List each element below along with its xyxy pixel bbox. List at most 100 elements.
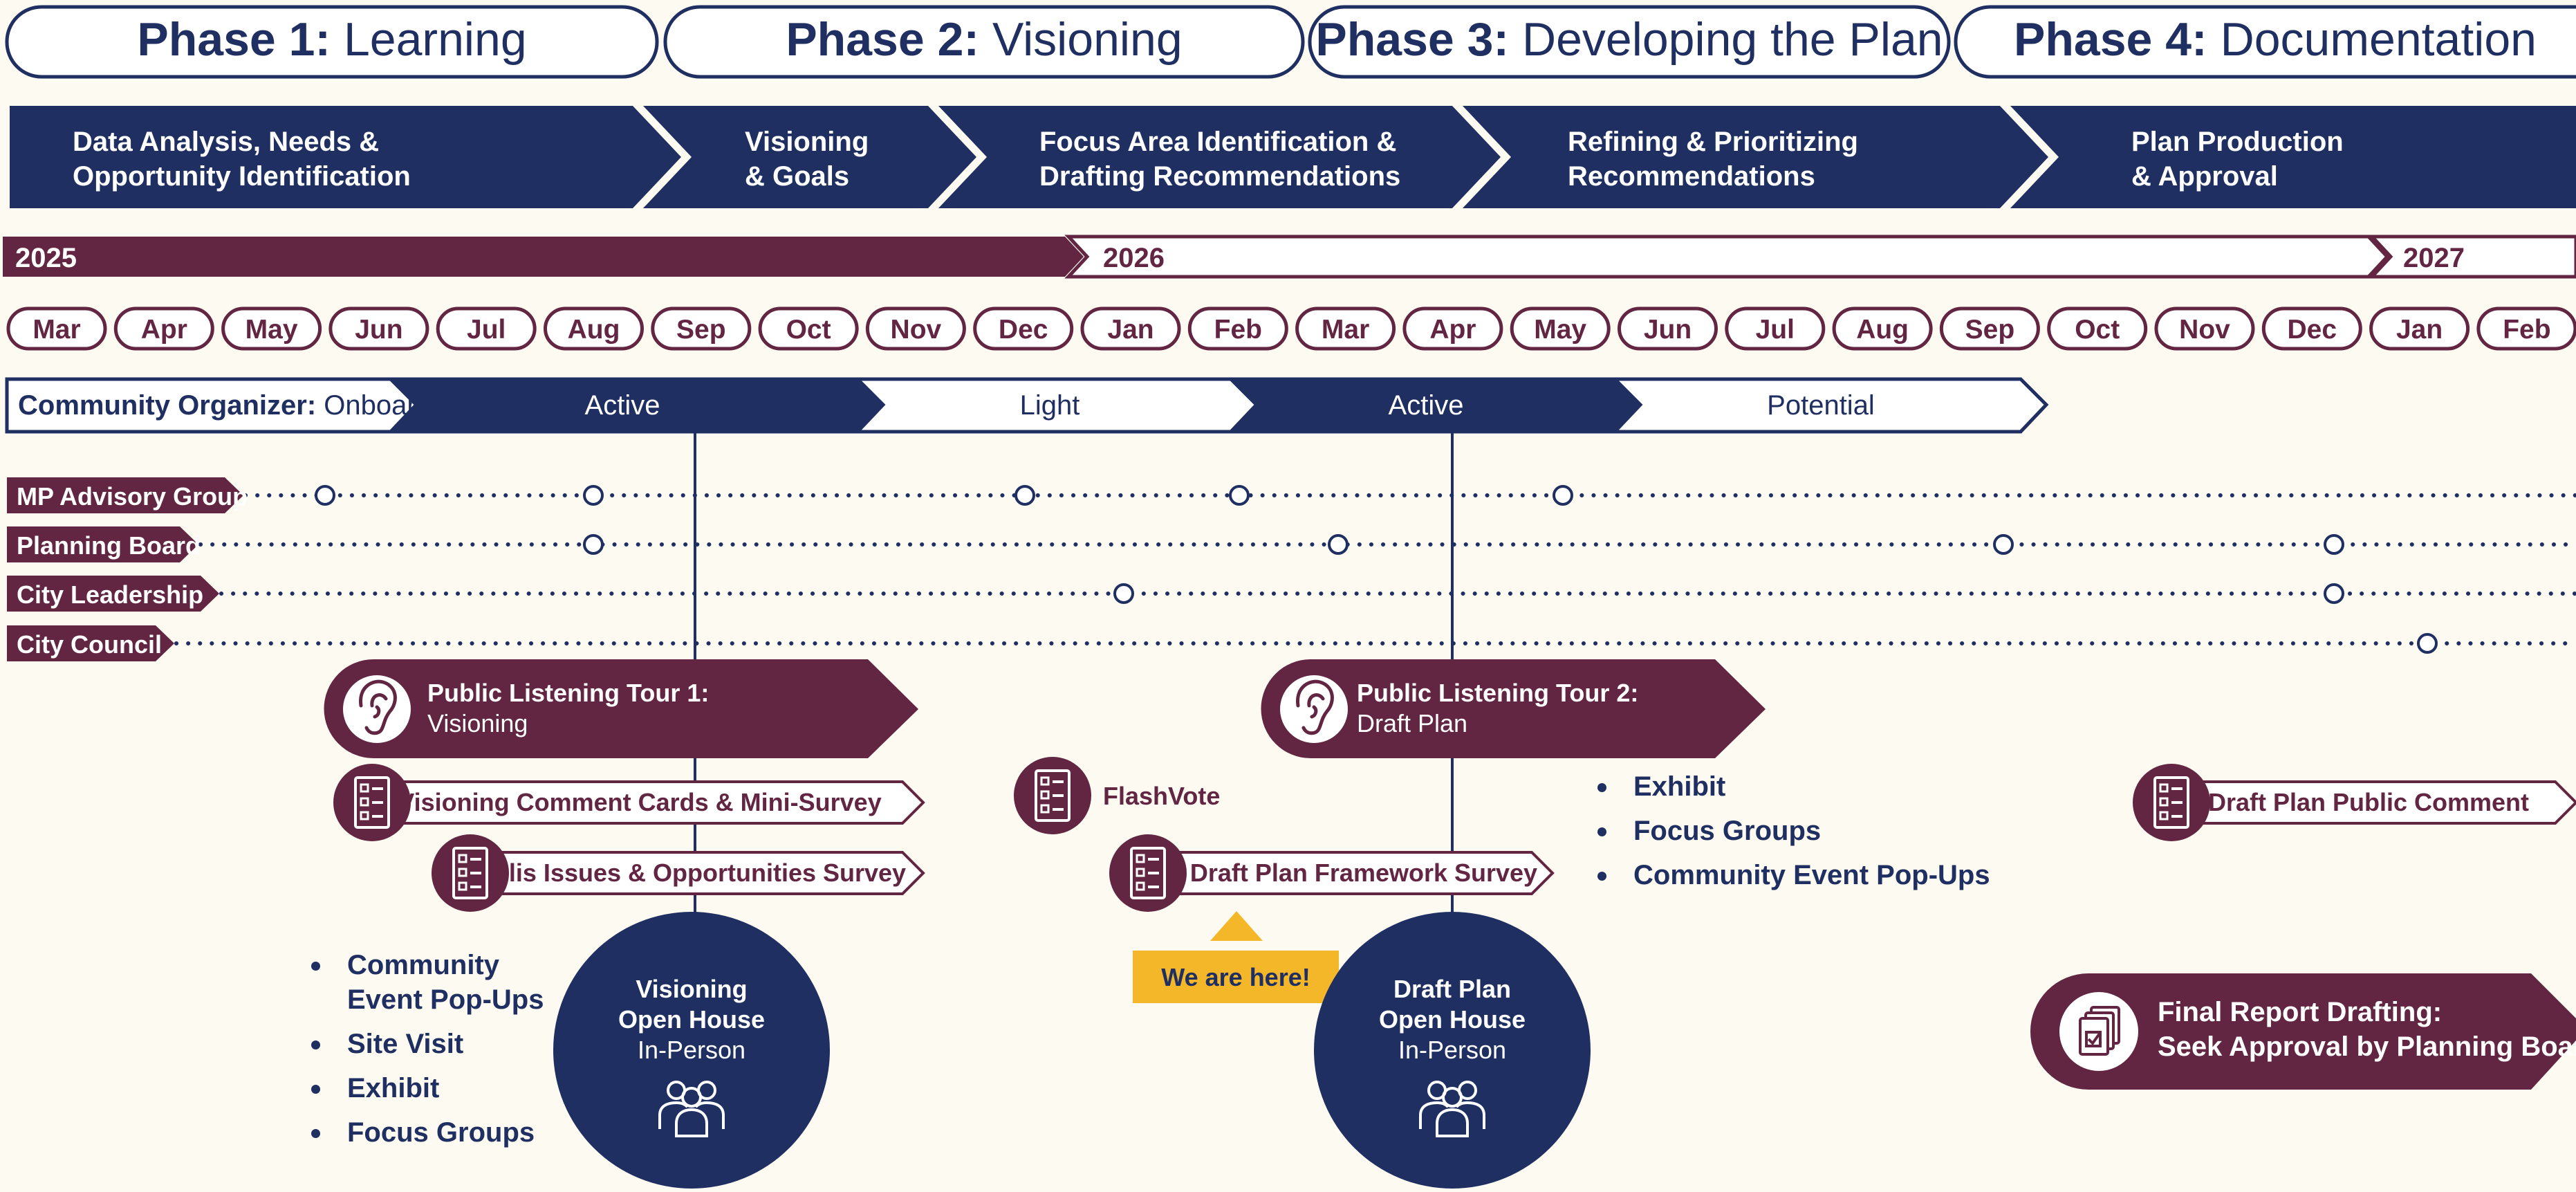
flashvote-label: FlashVote	[1103, 782, 1220, 810]
month-label: Apr	[1429, 315, 1476, 345]
month-pill	[2369, 306, 2470, 351]
survey-label: Draft Plan Public Comment	[2208, 788, 2529, 816]
month-pill	[2261, 306, 2362, 351]
month-label: Dec	[2288, 315, 2337, 345]
survey-form-icon	[1109, 834, 1187, 912]
month-label: Jan	[1107, 315, 1153, 345]
month-label: Mar	[33, 315, 80, 345]
survey-draft-comment: Draft Plan Public Comment	[2160, 780, 2576, 825]
month-label: Oct	[2075, 315, 2120, 345]
meeting-marker	[1993, 534, 2014, 555]
organizer-active-2: Active	[1389, 390, 1464, 421]
month-label: Dec	[999, 315, 1048, 345]
flashvote-icon	[1014, 757, 1091, 834]
we-are-here-marker: We are here!	[1133, 911, 1339, 1003]
meeting-marker	[1328, 534, 1349, 555]
month-pill	[1510, 306, 1611, 351]
month-pill	[544, 306, 644, 351]
bullet-item: Focus Groups	[1584, 814, 2068, 848]
month-pill	[1832, 306, 1933, 351]
meeting-marker	[2324, 583, 2344, 604]
group-label-advisory: MP Advisory Group	[17, 482, 248, 511]
phase-3-pill: Phase 3: Developing the Plan	[1308, 5, 1951, 79]
month-label: Jun	[355, 315, 402, 345]
people-icon	[1419, 1081, 1485, 1137]
stage-band	[10, 106, 2576, 208]
bullets-phase2: Community Event Pop-Ups Site Visit Exhib…	[297, 948, 560, 1159]
meeting-marker	[583, 534, 604, 555]
bullet-item: Site Visit	[297, 1027, 560, 1061]
group-label-planning-board: Planning Board	[17, 531, 201, 560]
organizer-light: Light	[1020, 390, 1080, 421]
month-pill	[436, 306, 537, 351]
month-pill	[1080, 306, 1181, 351]
month-pill	[113, 306, 214, 351]
stakeholder-rows: MP Advisory Group Planning Board City Le…	[7, 477, 2576, 661]
document-check-icon	[2079, 1006, 2120, 1056]
year-2026: 2026	[1103, 243, 1165, 273]
phase-1-pill: Phase 1: Learning	[5, 5, 659, 79]
month-pill	[1725, 306, 1826, 351]
group-label-city-leadership: City Leadership	[17, 580, 203, 609]
month-pill	[6, 306, 107, 351]
survey-draft-framework: Draft Plan Framework Survey	[1147, 851, 1555, 895]
people-icon	[658, 1081, 725, 1137]
month-pill	[1618, 306, 1718, 351]
year-bar: 2025 2026 2027	[3, 235, 2576, 279]
meeting-marker	[1553, 485, 1573, 506]
survey-label: Visioning Comment Cards & Mini-Survey	[398, 788, 881, 816]
month-pill	[221, 306, 322, 351]
final-report: Final Report Drafting:Seek Approval by P…	[2030, 973, 2576, 1090]
month-pill	[865, 306, 966, 351]
month-label: Aug	[568, 315, 620, 345]
we-are-here-label: We are here!	[1161, 963, 1310, 991]
ear-icon	[1296, 679, 1334, 735]
listening-tour-1: Public Listening Tour 1:Visioning	[324, 659, 918, 758]
phase-2-pill: Phase 2: Visioning	[663, 5, 1305, 79]
final-report-text: Final Report Drafting:Seek Approval by P…	[2158, 997, 2576, 1062]
survey-label: Polis Issues & Opportunities Survey	[477, 859, 906, 887]
month-pill	[1295, 306, 1396, 351]
month-label: Jul	[1756, 315, 1795, 345]
month-label: Feb	[2503, 315, 2550, 345]
tour1-text: Public Listening Tour 1:Visioning	[427, 679, 709, 737]
month-label: Jul	[467, 315, 506, 345]
month-label: Sep	[1965, 315, 2015, 345]
meeting-marker	[2324, 534, 2344, 555]
month-label: Jan	[2396, 315, 2443, 345]
organizer-potential: Potential	[1767, 390, 1875, 421]
month-label: Oct	[786, 315, 831, 345]
phase-3-title: Phase 3: Developing the Plan	[1315, 13, 1943, 66]
bullet-item: Community Event Pop-Ups	[1584, 858, 2068, 892]
month-label: Apr	[141, 315, 187, 345]
bullet-item: Exhibit	[297, 1071, 560, 1106]
survey-label: Draft Plan Framework Survey	[1190, 859, 1537, 887]
month-pill	[973, 306, 1074, 351]
survey-icons	[333, 757, 2210, 912]
tour2-text: Public Listening Tour 2:Draft Plan	[1357, 679, 1638, 737]
meeting-marker	[2417, 633, 2438, 654]
survey-visioning-cards: Visioning Comment Cards & Mini-Survey	[372, 780, 925, 825]
meeting-marker	[315, 485, 335, 506]
month-pill	[758, 306, 859, 351]
listening-tour-2: Public Listening Tour 2:Draft Plan	[1261, 659, 1766, 758]
month-pill	[328, 306, 429, 351]
survey-polis: Polis Issues & Opportunities Survey	[476, 851, 925, 895]
year-2027: 2027	[2403, 243, 2465, 273]
month-pill	[1402, 306, 1503, 351]
bullets-phase3: Exhibit Focus Groups Community Event Pop…	[1584, 769, 2068, 902]
month-pill	[651, 306, 752, 351]
year-2025: 2025	[15, 243, 77, 273]
meeting-marker	[1113, 583, 1134, 604]
phase-4-pill: Phase 4: Documentation	[1954, 5, 2576, 79]
month-label: May	[245, 315, 298, 345]
group-label-city-council: City Council	[17, 630, 162, 659]
